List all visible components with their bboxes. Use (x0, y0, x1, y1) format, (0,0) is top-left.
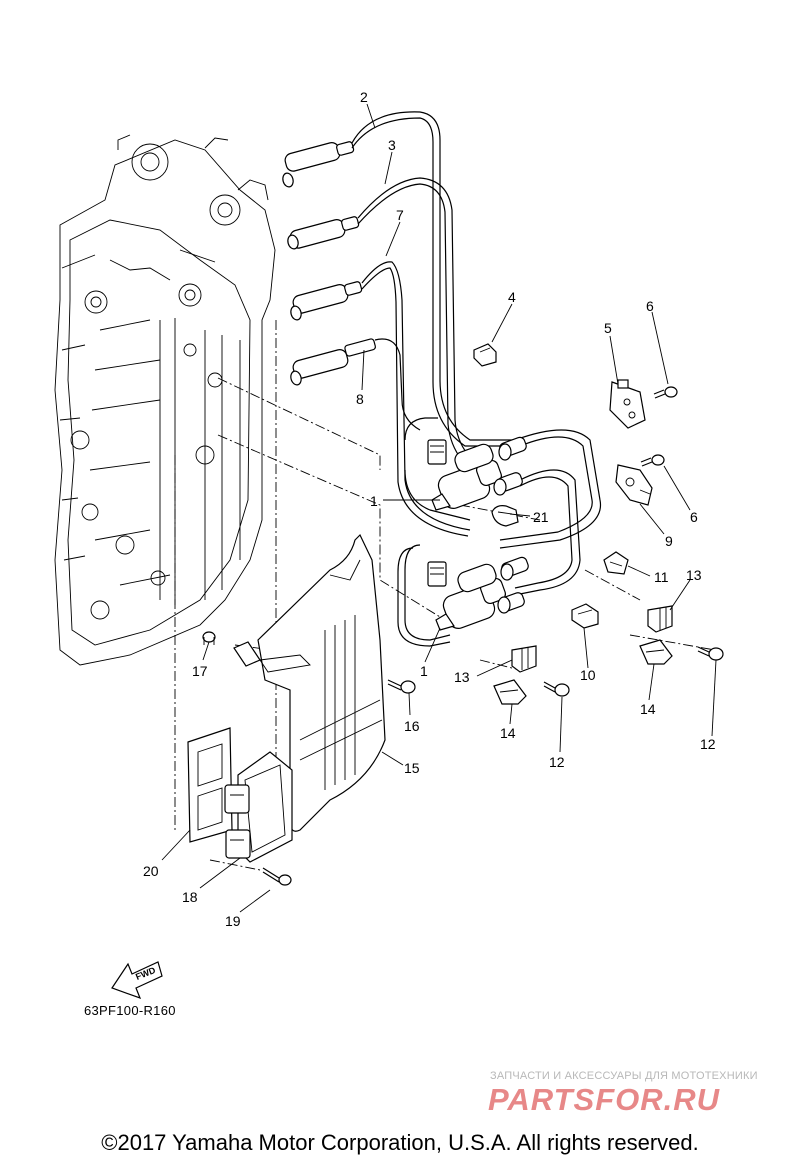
callout-10: 10 (580, 667, 596, 683)
callout-12-left: 12 (549, 754, 565, 770)
callout-numbers: 2 3 7 8 4 5 6 6 9 1 21 11 13 13 10 1 14 … (143, 89, 716, 929)
callout-2: 2 (360, 89, 368, 105)
callout-5: 5 (604, 320, 612, 336)
holder-10 (571, 603, 599, 629)
cord-connectors (427, 439, 447, 587)
callout-1-lower: 1 (420, 663, 428, 679)
cover-15 (233, 533, 386, 832)
holder-14-left (493, 679, 527, 705)
reference-code: 63PF100-R160 (84, 1003, 176, 1018)
copyright-notice: ©2017 Yamaha Motor Corporation, U.S.A. A… (101, 1130, 699, 1155)
callout-14-left: 14 (500, 725, 516, 741)
plate-13-right (647, 605, 673, 633)
bracket-9 (615, 464, 653, 506)
bolt-16 (387, 679, 416, 694)
bracket-5 (609, 379, 646, 429)
callout-leaders (161, 103, 717, 913)
clamp-21 (491, 505, 519, 527)
engine-block (54, 134, 276, 666)
holder-14-right (639, 639, 673, 665)
callout-6-lower: 6 (690, 509, 698, 525)
callout-8: 8 (356, 391, 364, 407)
cdi-unit-18 (224, 751, 293, 863)
spark-plug-caps (282, 141, 376, 386)
clip-11 (603, 551, 629, 575)
watermark-logo: PARTSFOR.RU (488, 1082, 721, 1117)
callout-6-upper: 6 (646, 298, 654, 314)
holder-4 (473, 343, 497, 367)
callout-13-left: 13 (454, 669, 470, 685)
callout-1-upper: 1 (370, 493, 378, 509)
callout-15: 15 (404, 760, 420, 776)
callout-12-right: 12 (700, 736, 716, 752)
bolt-19 (262, 867, 292, 886)
fwd-arrow: FWD (111, 961, 163, 1000)
plate-13-left (511, 645, 537, 673)
ignition-coil-lower (435, 556, 529, 631)
bolt-6-lower (640, 454, 665, 467)
callout-7: 7 (396, 207, 404, 223)
gasket-20 (187, 727, 233, 843)
callout-19: 19 (225, 913, 241, 929)
watermark-tagline: ЗАПЧАСТИ И АКСЕССУАРЫ ДЛЯ МОТОТЕХНИКИ (490, 1070, 758, 1082)
callout-4: 4 (508, 289, 516, 305)
bolt-12-left (543, 681, 570, 697)
ignition-coil-upper (431, 436, 527, 511)
callout-3: 3 (388, 137, 396, 153)
callout-16: 16 (404, 718, 420, 734)
callout-18: 18 (182, 889, 198, 905)
callout-9: 9 (665, 533, 673, 549)
bolt-6-upper (653, 386, 678, 399)
callout-17: 17 (192, 663, 208, 679)
callout-13-right: 13 (686, 567, 702, 583)
callout-11: 11 (654, 569, 669, 585)
callout-20: 20 (143, 863, 159, 879)
ignition-cords (351, 111, 602, 647)
callout-21: 21 (533, 509, 549, 525)
callout-14-right: 14 (640, 701, 656, 717)
